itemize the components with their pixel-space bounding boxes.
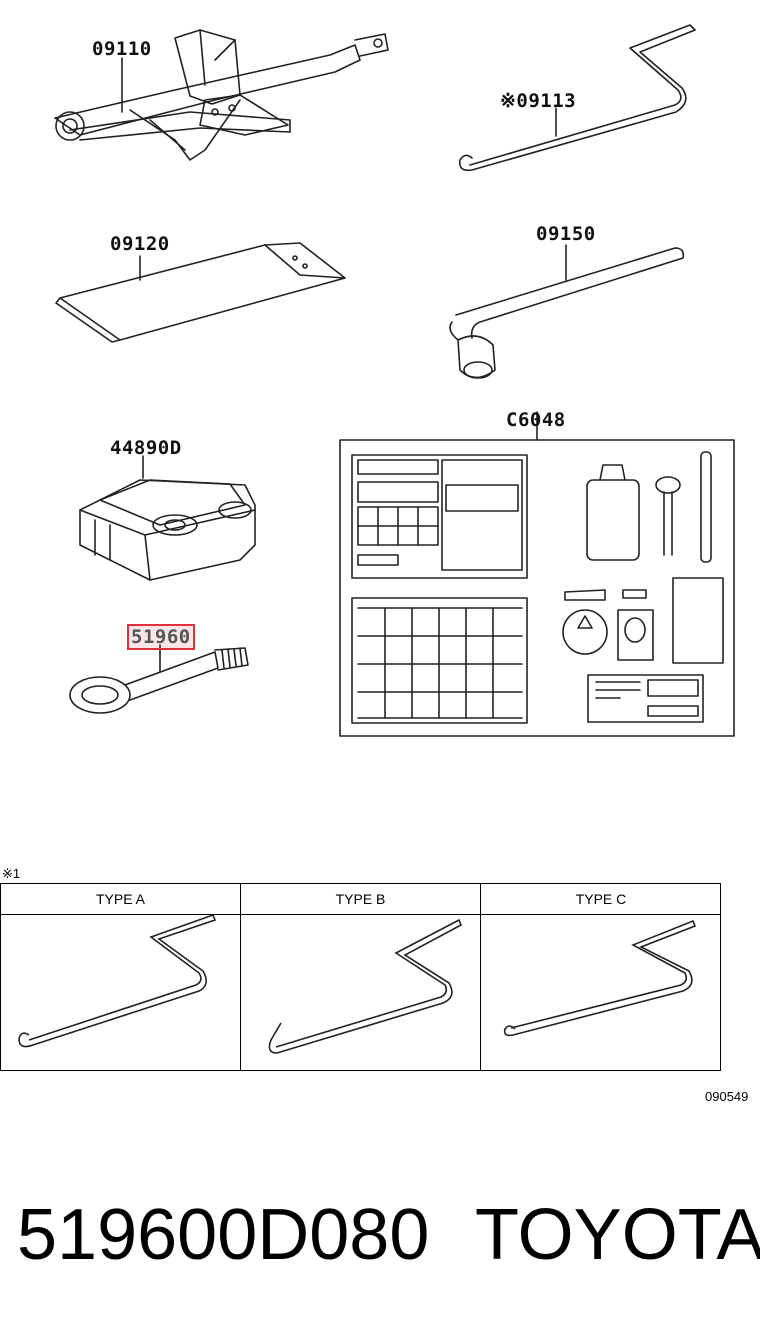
type-cell-c: TYPE C <box>481 884 721 1070</box>
note-mark: ※1 <box>2 866 21 881</box>
type-header-a: TYPE A <box>1 884 240 915</box>
part-label-jack-handle[interactable]: ※09113 <box>500 90 577 112</box>
part-label-jack[interactable]: 09110 <box>92 38 152 60</box>
jack-handle-illustration <box>458 24 696 172</box>
type-cell-a: TYPE A <box>1 884 241 1070</box>
handle-type-c-icon <box>503 919 697 1037</box>
jack-illustration <box>54 29 389 161</box>
part-label-labels[interactable]: C6048 <box>506 409 566 431</box>
handle-type-a-icon <box>18 915 217 1048</box>
caption-part-number: 519600D080 <box>17 1195 430 1275</box>
eye-bolt-illustration <box>69 644 249 714</box>
handle-type-b-icon <box>268 918 463 1054</box>
part-label-wrench[interactable]: 09150 <box>536 223 596 245</box>
part-label-eye-bolt[interactable]: 51960 <box>127 624 195 650</box>
type-table: TYPE A TYPE B TYPE C <box>0 883 721 1071</box>
part-label-bag[interactable]: 09120 <box>110 233 170 255</box>
wrench-illustration <box>449 244 685 379</box>
repair-kit-illustration <box>79 455 256 581</box>
labels-sheet-illustration <box>339 411 735 737</box>
part-label-repair-kit[interactable]: 44890D <box>110 437 182 459</box>
bag-illustration <box>55 242 346 343</box>
type-header-b: TYPE B <box>241 884 480 915</box>
type-header-c: TYPE C <box>481 884 721 915</box>
caption-brand: TOYOTA <box>475 1195 760 1275</box>
diagram-code: 090549 <box>705 1089 749 1104</box>
type-cell-b: TYPE B <box>241 884 481 1070</box>
